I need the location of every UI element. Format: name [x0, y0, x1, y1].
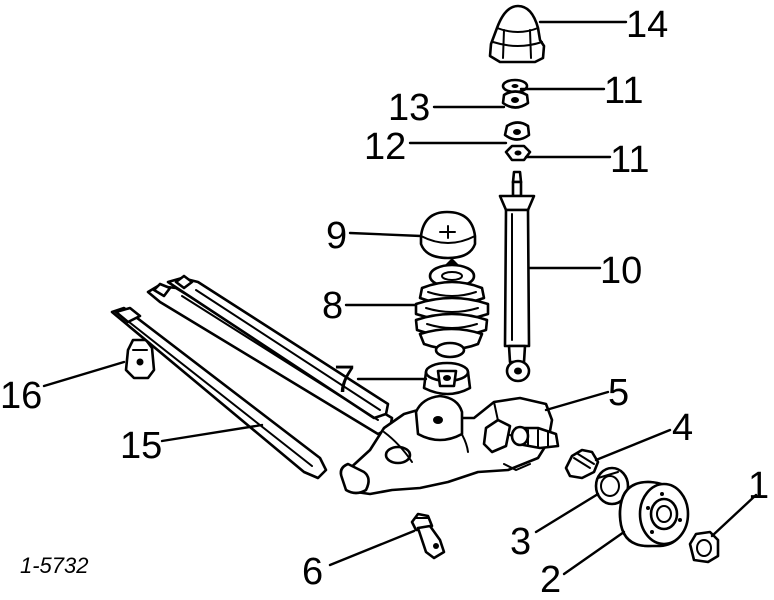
callout-13: 13 — [388, 87, 430, 129]
figure-reference: 1-5732 — [20, 553, 89, 578]
callout-6: 6 — [302, 551, 323, 593]
leader-5 — [544, 390, 610, 412]
shock-absorber-part — [498, 170, 536, 383]
leader-4 — [594, 428, 672, 462]
grease-cap-part — [564, 448, 600, 480]
callout-8: 8 — [322, 285, 343, 327]
leader-16 — [42, 360, 126, 388]
leader-3 — [534, 492, 600, 534]
callout-9: 9 — [326, 215, 347, 257]
callout-12: 12 — [364, 126, 406, 168]
callout-5: 5 — [608, 372, 629, 414]
callout-4: 4 — [672, 407, 693, 449]
lower-spring-pad-part — [422, 361, 472, 396]
trailing-rod-part — [110, 306, 328, 480]
leader-9 — [348, 231, 423, 238]
wheel-carrier-part — [339, 394, 560, 496]
leader-6 — [328, 529, 416, 567]
wheel-hub-part — [618, 480, 690, 548]
callout-10: 10 — [600, 250, 642, 292]
leader-lines — [42, 20, 758, 576]
leader-1 — [710, 493, 758, 538]
upper-spring-seat-part — [419, 210, 477, 260]
coil-spring-part — [414, 258, 490, 359]
callout-3: 3 — [510, 521, 531, 563]
bump-stop-part — [488, 4, 546, 64]
callout-11-top: 11 — [604, 70, 643, 112]
callout-15: 15 — [120, 425, 162, 467]
leader-15 — [160, 423, 264, 443]
callout-14: 14 — [626, 4, 668, 46]
lower-bushing-part — [503, 121, 531, 141]
callout-1: 1 — [748, 465, 769, 507]
callout-labels: 14 13 11 12 11 9 10 8 7 16 5 15 4 1 3 2 … — [0, 4, 769, 600]
mounting-bracket-part — [124, 338, 156, 380]
bolt-part — [410, 512, 446, 560]
callout-16: 16 — [0, 375, 42, 417]
callout-7: 7 — [334, 359, 355, 401]
callout-2: 2 — [540, 559, 561, 600]
lower-nut-part — [504, 144, 532, 162]
hub-nut-part — [688, 530, 720, 564]
upper-bushing-part — [501, 90, 530, 109]
leader-2 — [562, 530, 626, 576]
wheel-bearing-part — [594, 466, 630, 506]
callout-11-bottom: 11 — [610, 139, 649, 181]
